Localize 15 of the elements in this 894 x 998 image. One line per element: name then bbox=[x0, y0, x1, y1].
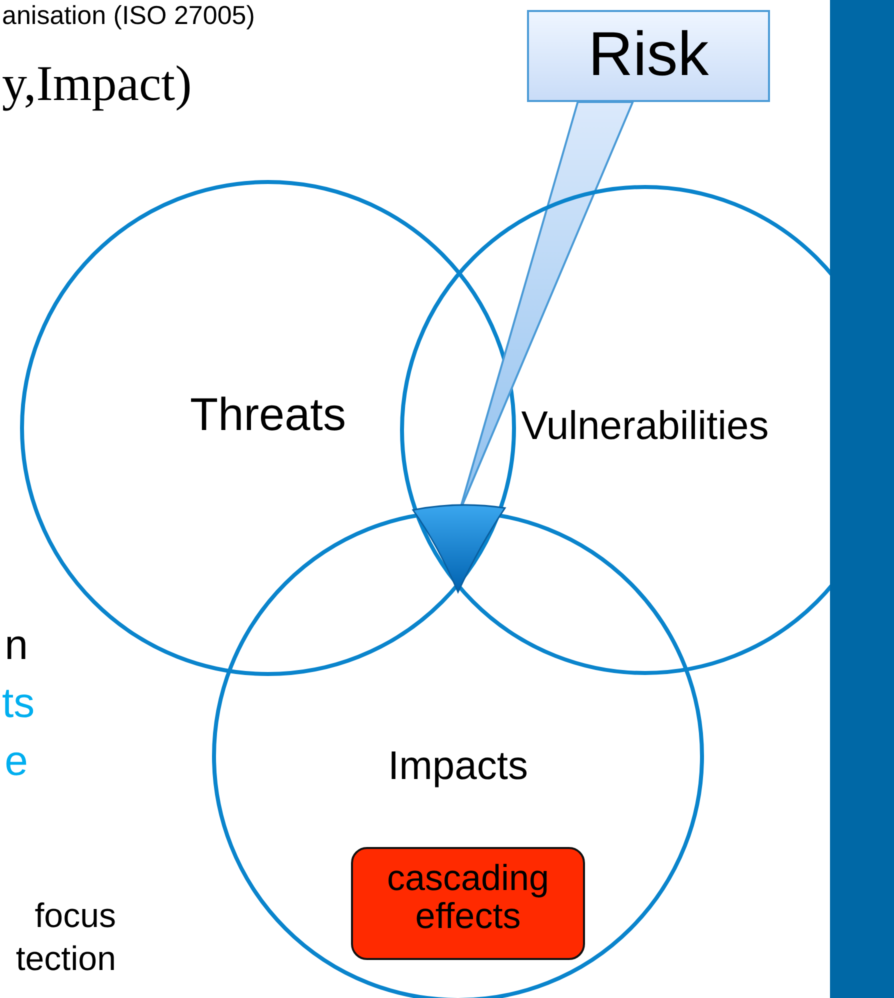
risk-callout-box bbox=[527, 10, 770, 102]
note-text: tection bbox=[16, 942, 116, 976]
circle-label: Threats bbox=[189, 390, 347, 438]
risk-intersection-shape bbox=[410, 505, 508, 595]
bullet-text: ts bbox=[2, 682, 35, 724]
cascading-effects-box bbox=[351, 847, 585, 960]
side-bar bbox=[830, 0, 894, 998]
bullet-text: e bbox=[4, 740, 28, 782]
heading-text: anisation (ISO 27005) bbox=[2, 2, 255, 28]
box-label: cascading effects bbox=[386, 859, 550, 935]
bullet-text: n bbox=[4, 624, 28, 666]
callout-label: Risk bbox=[587, 22, 710, 88]
note-text: focus bbox=[34, 899, 116, 933]
circle-label: Impacts bbox=[386, 745, 530, 787]
circle-label: Vulnerabilities bbox=[520, 405, 770, 447]
